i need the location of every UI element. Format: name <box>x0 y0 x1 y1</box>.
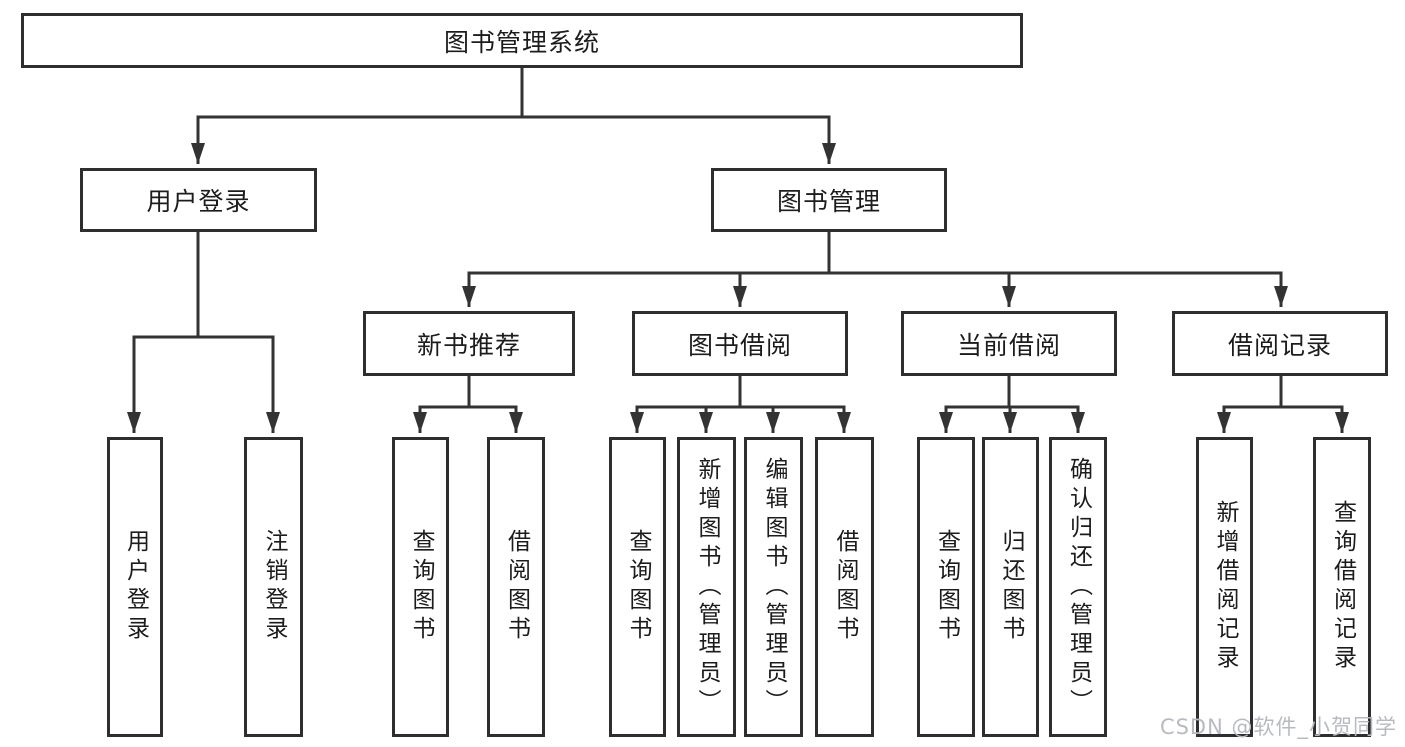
leaf-records-query-record-label: 查询借阅记录 <box>1329 500 1356 674</box>
leaf-current-confirm-return-admin: 确认归还（管理员） <box>1049 437 1107 737</box>
node-current-borrowing: 当前借阅 <box>901 311 1117 376</box>
node-book-borrowing-label: 图书借阅 <box>687 330 792 360</box>
leaf-user-login: 用户登录 <box>107 437 163 737</box>
leaf-borrowing-add-books-admin: 新增图书（管理员） <box>677 437 736 737</box>
node-new-book-recommend: 新书推荐 <box>363 311 575 376</box>
leaf-recommend-borrow-books: 借阅图书 <box>487 437 545 737</box>
leaf-current-confirm-return-admin-label: 确认归还（管理员） <box>1065 456 1092 718</box>
node-root: 图书管理系统 <box>21 13 1023 68</box>
node-book-borrowing: 图书借阅 <box>632 311 848 376</box>
leaf-borrowing-borrow-books: 借阅图书 <box>815 437 874 737</box>
leaf-borrowing-edit-books-admin-label: 编辑图书（管理员） <box>761 456 787 718</box>
node-borrowing-records-label: 借阅记录 <box>1227 330 1332 360</box>
node-book-management-label: 图书管理 <box>776 187 881 216</box>
leaf-current-query-books-label: 查询图书 <box>933 529 960 645</box>
leaf-recommend-borrow-books-label: 借阅图书 <box>503 529 530 645</box>
csdn-watermark: CSDN @软件_小贺同学 <box>1159 715 1397 739</box>
node-book-management: 图书管理 <box>711 168 947 232</box>
leaf-borrowing-edit-books-admin: 编辑图书（管理员） <box>744 437 803 737</box>
node-current-borrowing-label: 当前借阅 <box>956 330 1061 360</box>
leaf-current-return-books: 归还图书 <box>982 437 1039 737</box>
leaf-records-add-record: 新增借阅记录 <box>1196 437 1253 737</box>
node-user-login-label: 用户登录 <box>146 187 251 216</box>
leaf-records-query-record: 查询借阅记录 <box>1313 437 1371 737</box>
leaf-borrowing-query-books: 查询图书 <box>609 437 666 737</box>
leaf-records-add-record-label: 新增借阅记录 <box>1212 500 1238 674</box>
leaf-current-query-books: 查询图书 <box>917 437 975 737</box>
leaf-borrowing-query-books-label: 查询图书 <box>625 529 651 645</box>
leaf-recommend-query-books-label: 查询图书 <box>408 529 434 645</box>
leaf-logout-label: 注销登录 <box>261 529 287 645</box>
leaf-user-login-label: 用户登录 <box>122 529 149 645</box>
leaf-current-return-books-label: 归还图书 <box>998 529 1024 645</box>
node-borrowing-records: 借阅记录 <box>1172 311 1388 376</box>
leaf-logout: 注销登录 <box>244 437 303 737</box>
leaf-borrowing-add-books-admin-label: 新增图书（管理员） <box>694 456 720 718</box>
node-new-book-recommend-label: 新书推荐 <box>416 330 521 360</box>
leaf-recommend-query-books: 查询图书 <box>392 437 449 737</box>
leaf-borrowing-borrow-books-label: 借阅图书 <box>832 529 858 645</box>
node-root-label: 图书管理系统 <box>443 27 600 57</box>
node-user-login: 用户登录 <box>80 168 317 232</box>
